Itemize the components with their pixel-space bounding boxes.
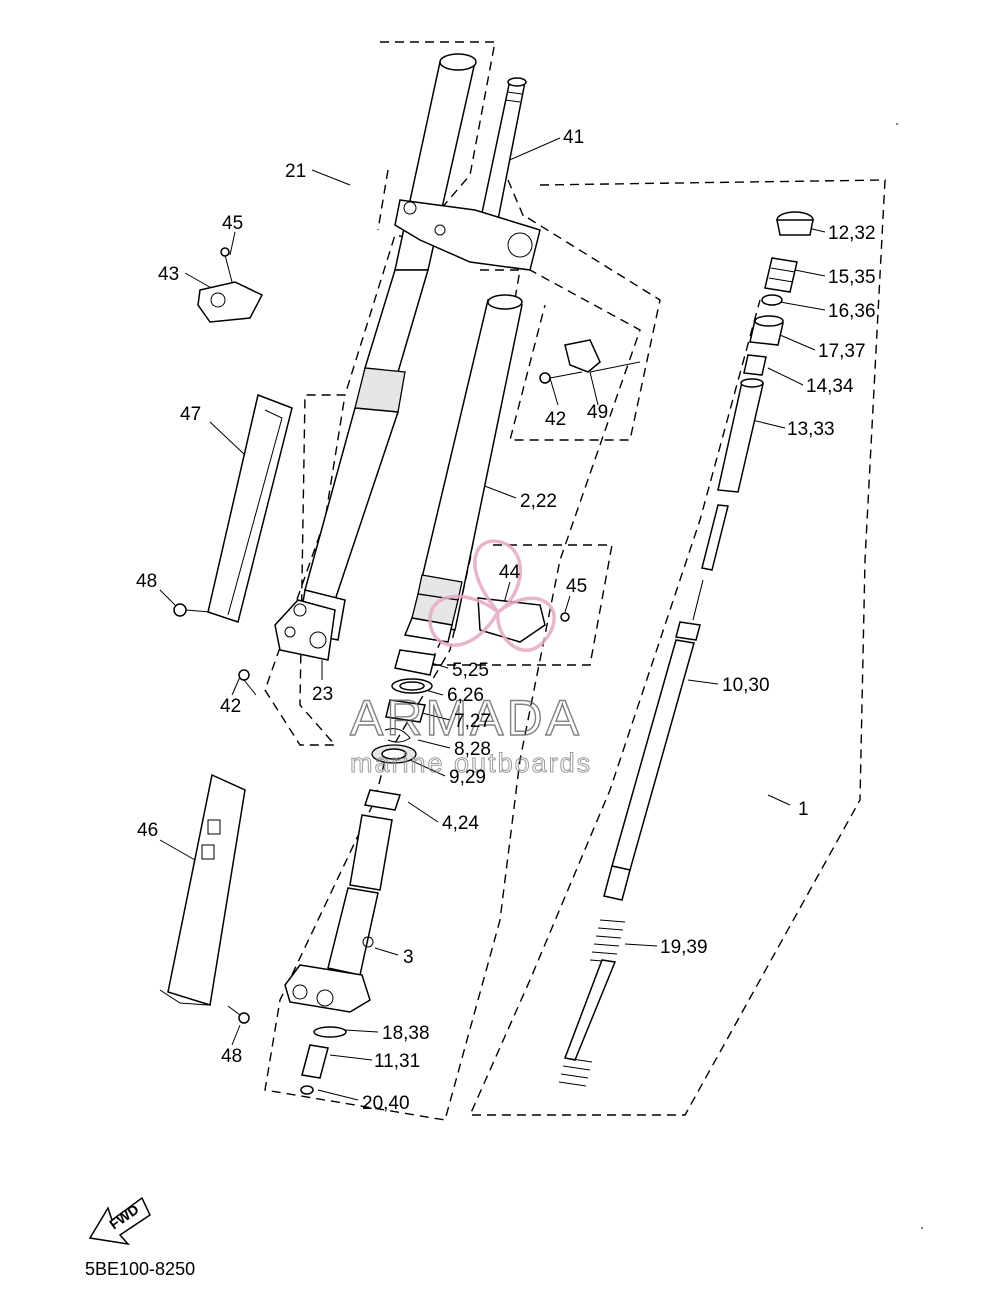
- callout-11-31: 11,31: [374, 1051, 420, 1072]
- callout-44: 44: [499, 562, 521, 583]
- fork-guards: [159, 393, 293, 1006]
- callout-18-38: 18,38: [382, 1023, 430, 1044]
- callout-17-37: 17,37: [818, 341, 866, 362]
- callout-48-upper: 48: [136, 571, 157, 592]
- callout-12-32: 12,32: [828, 223, 876, 244]
- watermark-logo: [428, 539, 556, 653]
- callout-21: 21: [285, 161, 306, 182]
- watermark-subtitle: marine outboards: [350, 748, 592, 778]
- callout-42-left: 42: [220, 696, 241, 717]
- callout-15-35: 15,35: [828, 267, 876, 288]
- seal-stack: [371, 649, 436, 764]
- outline-detail-box: [428, 544, 613, 666]
- outline-left-fork-assembly: [264, 41, 496, 746]
- callout-5-25: 5,25: [452, 660, 489, 681]
- callout-labels: 1 2,22 3 4,24 5,25 6,26 7,27 8,28 9,29 1…: [136, 127, 876, 1114]
- scan-specks: [896, 123, 923, 1229]
- callout-43: 43: [158, 264, 179, 285]
- callout-48-lower: 48: [221, 1046, 242, 1067]
- callout-3: 3: [403, 947, 414, 968]
- callout-8-28: 8,28: [454, 739, 491, 760]
- callout-10-30: 10,30: [722, 675, 770, 696]
- callout-2-22: 2,22: [520, 491, 557, 512]
- leader-lines: [159, 137, 826, 1101]
- outline-right-damper-group: [468, 179, 886, 1116]
- watermark-title: ARMADA: [350, 690, 582, 746]
- callout-16-36: 16,36: [828, 301, 876, 322]
- callout-4-24: 4,24: [442, 813, 479, 834]
- callout-14-34: 14,34: [806, 376, 854, 397]
- callout-1: 1: [798, 799, 809, 820]
- callout-45-left: 45: [222, 213, 243, 234]
- callout-9-29: 9,29: [449, 767, 486, 788]
- steering-stem: [394, 77, 541, 271]
- callout-13-33: 13,33: [787, 419, 835, 440]
- callout-23: 23: [312, 684, 333, 705]
- callout-46: 46: [137, 820, 158, 841]
- outer-fork-tube: [274, 53, 477, 661]
- callout-6-26: 6,26: [447, 685, 484, 706]
- callout-20-40: 20,40: [362, 1093, 410, 1114]
- callout-19-39: 19,39: [660, 937, 708, 958]
- outline-clamp-box: [509, 217, 661, 441]
- outline-triple-clamp: [377, 169, 526, 231]
- watermark: ARMADA marine outboards: [349, 539, 592, 779]
- diagram-code: 5BE100-8250: [85, 1259, 195, 1279]
- lower-leg: [284, 789, 401, 1095]
- callout-45-right: 45: [566, 576, 587, 597]
- callout-41: 41: [563, 127, 584, 148]
- damper-column: [558, 211, 814, 1087]
- callout-42-right: 42: [545, 409, 566, 430]
- callout-47: 47: [180, 404, 201, 425]
- callout-49: 49: [587, 402, 608, 423]
- fwd-arrow: FWD: [88, 1196, 151, 1246]
- inner-fork-tube: [403, 294, 523, 643]
- callout-7-27: 7,27: [454, 711, 491, 732]
